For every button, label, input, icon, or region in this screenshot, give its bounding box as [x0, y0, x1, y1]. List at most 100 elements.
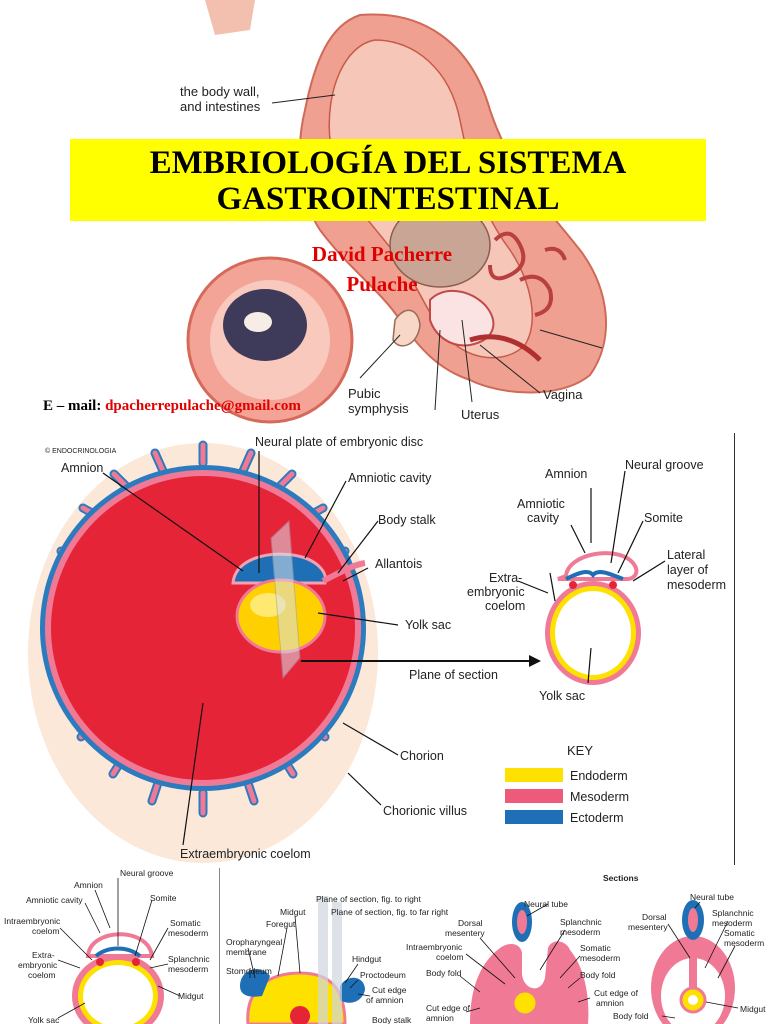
br-cut-2: amnion: [426, 1013, 454, 1023]
label-body-stalk: Body stalk: [378, 513, 436, 527]
embryonic-disc-illustration: © ENDOCRINOLOGIA Neural plate of embryon…: [28, 433, 735, 865]
label-amnion: Amnion: [61, 461, 103, 475]
bl-somatic-2: mesoderm: [168, 928, 208, 938]
label-extraembryonic-coelom: Extraembryonic coelom: [180, 847, 311, 861]
label-pubic-2: symphysis: [348, 401, 409, 416]
bottom-far-right-drawing: [651, 900, 735, 1024]
bf-splanchnic-2: mesoderm: [712, 918, 752, 928]
bf-neural-tube: Neural tube: [690, 892, 734, 902]
br-cut-4: amnion: [596, 998, 624, 1008]
br-dorsal-2: mesentery: [445, 928, 485, 938]
vagina-shape: [469, 334, 542, 362]
bf-somatic-2: mesoderm: [724, 938, 764, 948]
leader-body-wall: [271, 94, 336, 104]
key-label-mesoderm: Mesoderm: [570, 790, 629, 804]
bm-cut-2: of amnion: [366, 995, 404, 1005]
br-cut-1: Cut edge of: [426, 1003, 471, 1013]
bl-somatic-1: Somatic: [170, 918, 201, 928]
label-r-lateral-3: mesoderm: [667, 578, 726, 592]
mid-panel-divider: [734, 433, 735, 865]
section-leader-lines: [517, 470, 666, 684]
leader-right: [539, 329, 603, 349]
label-r-extra-1: Extra-: [489, 571, 522, 585]
bf-dorsal-1: Dorsal: [642, 912, 667, 922]
br-body-fold: Body fold: [426, 968, 462, 978]
embryo-blob: [244, 312, 272, 332]
pubic-bone: [392, 309, 421, 347]
author-name-line-2: Pulache: [346, 272, 418, 296]
label-body-wall-1: the body wall,: [180, 84, 260, 99]
bm-proctodeum: Proctodeum: [360, 970, 406, 980]
bf-splanchnic-1: Splanchnic: [712, 908, 754, 918]
bl-extra-2: embryonic: [18, 960, 58, 970]
label-r-lateral-1: Lateral: [667, 548, 705, 562]
label-uterus: Uterus: [461, 407, 500, 422]
leader-vagina: [479, 344, 541, 394]
leader-uterus-2: [461, 319, 473, 403]
label-r-extra-2: embryonic: [467, 585, 525, 599]
br-sections: Sections: [603, 873, 639, 883]
label-r-amniotic-1: Amniotic: [517, 497, 565, 511]
br-somatic-2: mesoderm: [580, 953, 620, 963]
bl-neural-groove: Neural groove: [120, 868, 174, 878]
section-somite-right: [609, 581, 617, 589]
label-vagina: Vagina: [543, 387, 583, 402]
bf-midgut: Midgut: [740, 1004, 766, 1014]
bm-oro-1: Oropharyngeal: [226, 937, 282, 947]
bl-somite: Somite: [150, 893, 177, 903]
leader-pubic: [359, 334, 401, 379]
bm-foregut: Foregut: [266, 919, 296, 929]
bl-intra-2: coelom: [32, 926, 59, 936]
section-somite-left: [569, 581, 577, 589]
bottom-section-leaders: [459, 903, 591, 1013]
label-pubic-1: Pubic: [348, 386, 381, 401]
bl-intra-1: Intraembryonic: [4, 916, 61, 926]
bl-splanchnic-1: Splanchnic: [168, 954, 210, 964]
br-splanchnic-1: Splanchnic: [560, 917, 602, 927]
bf-body-fold: Body fold: [613, 1011, 649, 1021]
arrow-head: [529, 655, 541, 667]
label-chorionic-villus: Chorionic villus: [383, 804, 467, 818]
leader-uterus: [434, 329, 441, 411]
watermark: © ENDOCRINOLOGIA: [45, 447, 117, 455]
bf-somatic-1: Somatic: [724, 928, 755, 938]
bottom-panel-divider: [219, 868, 220, 1024]
bm-plane-right: Plane of section, fig. to right: [316, 894, 422, 904]
email-row: E – mail: dpacherrepulache@gmail.com: [43, 398, 301, 415]
bottom-left-leaders: [57, 878, 181, 1019]
email-link[interactable]: dpacherrepulache@gmail.com: [105, 398, 301, 414]
label-plane-of-section: Plane of section: [409, 668, 498, 682]
bottom-middle-drawing: [240, 896, 365, 1024]
uterus-shape: [429, 289, 495, 347]
br-dorsal-1: Dorsal: [458, 918, 483, 928]
label-r-amniotic-2: cavity: [527, 511, 560, 525]
label-r-yolk-sac: Yolk sac: [539, 689, 585, 703]
slide-title-line-2: GASTROINTESTINAL: [216, 181, 560, 217]
key-swatch-endoderm: [505, 768, 563, 782]
br-intra-2: coelom: [436, 952, 463, 962]
br-somatic-1: Somatic: [580, 943, 611, 953]
section-neural-groove: [565, 570, 624, 581]
bl-midgut: Midgut: [178, 991, 204, 1001]
br-cut-3: Cut edge of: [594, 988, 639, 998]
label-neural-plate: Neural plate of embryonic disc: [255, 435, 423, 449]
bm-hindgut: Hindgut: [352, 954, 382, 964]
key-label-endoderm: Endoderm: [570, 769, 628, 783]
label-r-somite: Somite: [644, 511, 683, 525]
bl-splanchnic-2: mesoderm: [168, 964, 208, 974]
label-r-extra-3: coelom: [485, 599, 525, 613]
bm-midgut: Midgut: [280, 907, 306, 917]
br-body-fold-2: Body fold: [580, 970, 616, 980]
skin-strip: [205, 0, 255, 35]
bottom-left-drawing: [72, 932, 164, 1024]
label-amniotic-cavity: Amniotic cavity: [348, 471, 432, 485]
label-chorion: Chorion: [400, 749, 444, 763]
key-swatch-mesoderm: [505, 789, 563, 803]
label-r-neural-groove: Neural groove: [625, 458, 704, 472]
body-stalk: [321, 560, 366, 584]
plane-of-section-sheet: [270, 519, 301, 680]
email-label: E – mail:: [43, 398, 102, 414]
key-label-ectoderm: Ectoderm: [570, 811, 624, 825]
bl-amniotic-cavity: Amniotic cavity: [26, 895, 83, 905]
label-allantois: Allantois: [375, 557, 422, 571]
